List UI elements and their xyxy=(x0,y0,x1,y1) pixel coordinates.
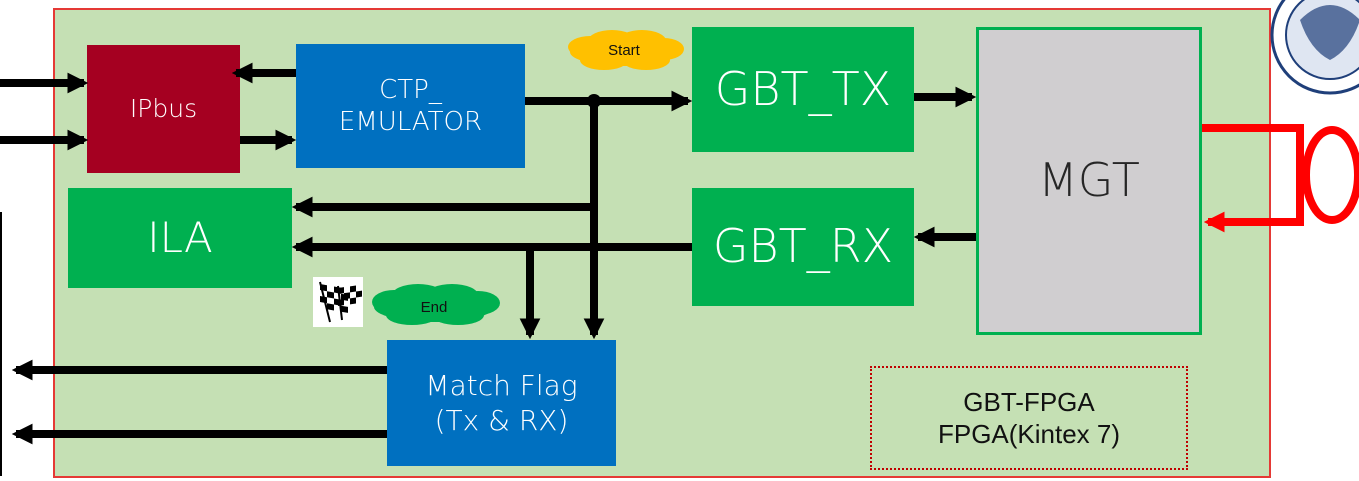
start-label: Start xyxy=(608,41,640,59)
fpga-info-box: GBT-FPGA FPGA(Kintex 7) xyxy=(870,366,1188,470)
checkered-flag-icon xyxy=(313,277,363,327)
end-label: End xyxy=(420,298,448,316)
gbt-rx-label: GBT_RX xyxy=(712,219,894,274)
loopback-line xyxy=(1202,124,1304,233)
start-cloud xyxy=(568,30,684,70)
ipbus-block: IPbus xyxy=(87,45,240,173)
ila-block: ILA xyxy=(68,188,292,288)
university-seal-icon xyxy=(1270,0,1359,95)
match-flag-block: Match Flag (Tx & RX) xyxy=(387,340,616,466)
gbt-tx-block: GBT_TX xyxy=(692,27,914,152)
gbt-tx-label: GBT_TX xyxy=(714,61,892,116)
ctp-label-line2: EMULATOR xyxy=(338,107,483,137)
junction-dot xyxy=(587,94,601,108)
fpga-line2: FPGA(Kintex 7) xyxy=(937,419,1121,449)
slide-edge-line xyxy=(0,212,2,476)
loopback-loop xyxy=(1302,126,1359,224)
gbt-rx-block: GBT_RX xyxy=(692,188,914,306)
ctp-label-line1: CTP_ xyxy=(379,74,442,105)
match-flag-line1: Match Flag xyxy=(425,369,578,402)
ipbus-label: IPbus xyxy=(129,94,198,124)
fpga-line1: GBT-FPGA xyxy=(963,386,1095,417)
end-cloud xyxy=(372,284,500,325)
match-flag-line2: (Tx & RX) xyxy=(434,404,569,437)
mgt-block: MGT xyxy=(976,27,1202,335)
ila-label: ILA xyxy=(147,212,213,262)
ctp-emulator-block: CTP_ EMULATOR xyxy=(296,44,525,168)
mgt-label: MGT xyxy=(1038,153,1140,208)
